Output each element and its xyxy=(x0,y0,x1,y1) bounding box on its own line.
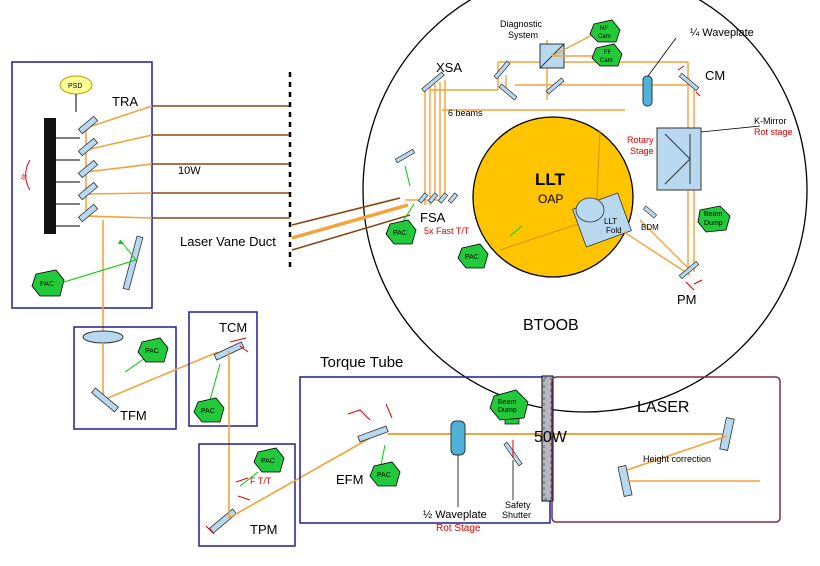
ftt-label: F T/T xyxy=(250,476,272,486)
psd-label: PSD xyxy=(68,83,82,90)
tra-mount-arms xyxy=(56,137,80,227)
tpm-box xyxy=(198,443,296,547)
pac-tpm: PAC xyxy=(253,447,285,473)
laser-window xyxy=(541,375,554,502)
efm-label: EFM xyxy=(336,472,363,487)
vane-beams xyxy=(152,105,290,219)
btoob-label: BTOOB xyxy=(523,317,579,334)
pac-llt: PAC xyxy=(457,243,489,269)
tra-label: TRA xyxy=(112,94,138,109)
pm-mirror xyxy=(678,260,700,280)
tfm-lens xyxy=(82,330,124,344)
safety-label: Safety xyxy=(505,500,531,510)
tpm-label: TPM xyxy=(250,522,277,537)
bdm-label: BDM xyxy=(641,223,659,232)
xsa-mirrors xyxy=(394,60,565,204)
svg-text:NF: NF xyxy=(600,26,608,32)
rot-stage-label: Rot stage xyxy=(754,127,793,137)
svg-text:PAC: PAC xyxy=(393,230,407,237)
half-waveplate xyxy=(450,420,466,456)
pac-fsa: PAC xyxy=(385,219,417,245)
xsa-label: XSA xyxy=(436,60,462,75)
fsa-label: FSA xyxy=(420,210,446,225)
fifty-w-label: 50W xyxy=(534,429,568,446)
cm-mirror xyxy=(678,72,700,92)
svg-text:Dump: Dump xyxy=(704,220,723,227)
pm-label: PM xyxy=(677,292,697,307)
svg-text:PAC: PAC xyxy=(145,348,159,355)
six-beams-label: 6 beams xyxy=(448,108,483,118)
fsa-sub-label: 5x Fast T/T xyxy=(424,226,470,236)
half-wp-sub: Rot Stage xyxy=(436,523,481,534)
btoob-circle xyxy=(362,0,808,413)
pac-tcm: PAC xyxy=(193,397,225,423)
tcm-box xyxy=(188,311,258,427)
svg-text:PAC: PAC xyxy=(377,472,391,479)
llt-label: LLT xyxy=(535,170,566,189)
efm-mirror xyxy=(357,425,389,443)
tfm-mirror xyxy=(91,387,119,413)
torque-tube-label: Torque Tube xyxy=(320,354,403,371)
laser-box xyxy=(551,376,781,523)
llt-fold: LLT Fold xyxy=(572,192,632,248)
laser-mirror-left xyxy=(617,465,633,497)
tfm-box xyxy=(73,326,177,430)
laser-mirror-right xyxy=(719,417,735,451)
pac-tra: PAC xyxy=(31,269,65,297)
tra-beams xyxy=(85,105,153,336)
safety-label-2: Shutter xyxy=(502,510,531,520)
duct-beams xyxy=(291,197,411,251)
laser-label: LASER xyxy=(637,399,689,416)
pac-efm: PAC xyxy=(369,461,401,487)
quarter-waveplate xyxy=(642,75,653,107)
oap-label: OAP xyxy=(538,192,563,206)
tpm-mirror xyxy=(209,508,237,534)
diagnostic-label-1: Diagnostic xyxy=(500,19,543,29)
bdm-mirror xyxy=(642,205,658,219)
svg-text:Cam: Cam xyxy=(600,58,613,64)
pac-tfm: PAC xyxy=(137,337,169,363)
svg-text:LLT: LLT xyxy=(604,217,617,226)
beam-dump-btoob: Beam Dump xyxy=(697,205,731,233)
tfm-label: TFM xyxy=(120,408,147,423)
ten-w-label: 10W xyxy=(178,165,201,177)
svg-text:PAC: PAC xyxy=(201,408,215,415)
tra-tilt-label: tilt xyxy=(20,173,28,181)
svg-text:Beam: Beam xyxy=(704,211,722,218)
height-corr-label: Height correction xyxy=(643,454,711,464)
cm-label: CM xyxy=(705,68,725,83)
svg-text:Beam: Beam xyxy=(498,399,516,406)
tra-tilt-arrow xyxy=(25,159,31,191)
nf-cam: NF Cam xyxy=(589,19,621,43)
svg-text:PAC: PAC xyxy=(40,281,54,288)
svg-text:Dump: Dump xyxy=(498,407,517,414)
svg-text:Fold: Fold xyxy=(606,226,622,235)
rotary-stage-label-1: Rotary xyxy=(627,135,654,145)
vane-duct-label: Laser Vane Duct xyxy=(180,234,276,249)
tra-mirrors xyxy=(77,115,99,223)
svg-text:PAC: PAC xyxy=(261,458,275,465)
diagnostic-label-2: System xyxy=(508,30,538,40)
svg-text:FF: FF xyxy=(604,50,612,56)
half-wp-label: ½ Waveplate xyxy=(423,509,487,521)
svg-text:Cam: Cam xyxy=(598,34,611,40)
ff-cam: FF Cam xyxy=(591,43,623,67)
tra-mount-bar xyxy=(44,118,56,234)
quarter-wp-label: ¼ Waveplate xyxy=(690,27,754,39)
beam-dump-tt: Beam Dump xyxy=(489,389,529,425)
tcm-label: TCM xyxy=(219,320,247,335)
tcm-tilt xyxy=(229,337,249,353)
tra-box xyxy=(11,61,153,309)
svg-text:PAC: PAC xyxy=(465,254,479,261)
k-mirror-label: K-Mirror xyxy=(754,116,787,126)
k-mirror xyxy=(656,127,702,191)
rotary-stage-label-2: Stage xyxy=(630,146,654,156)
